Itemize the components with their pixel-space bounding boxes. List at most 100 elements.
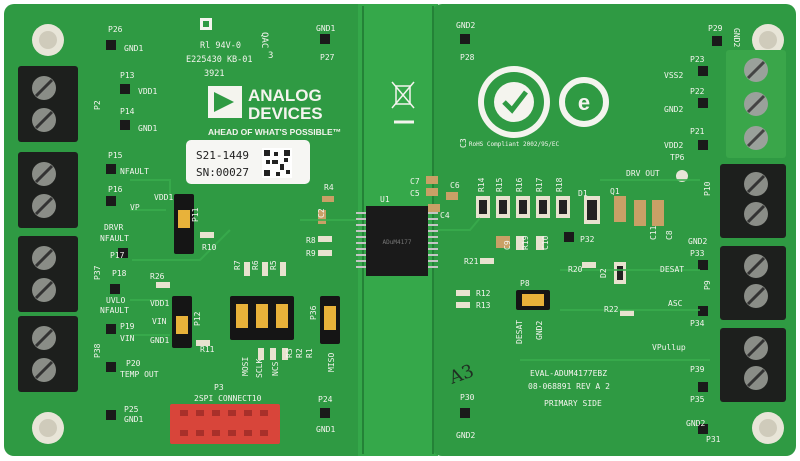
silkscreen-label: R19 [521, 235, 530, 250]
spi-connector-p3[interactable] [170, 404, 280, 444]
silkscreen-label: MISO [327, 353, 336, 372]
jumper-p36[interactable] [320, 296, 340, 344]
silkscreen-label: R5 [269, 260, 278, 270]
silkscreen-label: VDD1 [154, 193, 173, 202]
silkscreen-label: D2 [599, 268, 608, 278]
terminal-block-green-vss2 [726, 50, 786, 158]
silkscreen-label: NCS [271, 361, 280, 376]
silkscreen-label: GND2 [664, 105, 683, 114]
silkscreen-label: P26 [108, 25, 123, 34]
silkscreen-label: GND1 [316, 425, 335, 434]
silkscreen-label: P10 [703, 181, 712, 196]
silkscreen-label: P33 [690, 249, 705, 258]
silkscreen-label: SCLK [255, 359, 264, 378]
silkscreen-label: VDD1 [138, 87, 157, 96]
silkscreen-label: P23 [690, 55, 705, 64]
jumper-p11[interactable] [174, 194, 194, 254]
silkscreen-label: 2SPI CONNECT10 [194, 394, 262, 403]
silkscreen-label: ASC [668, 299, 683, 308]
ul-mark-icon [200, 18, 212, 30]
silkscreen-label: C5 [410, 189, 420, 198]
silkscreen-label: P15 [108, 151, 123, 160]
silkscreen-label: P11 [191, 207, 200, 222]
silkscreen-label: GND1 [150, 336, 169, 345]
silkscreen-label: P12 [193, 311, 202, 326]
silkscreen-label: GND2 [535, 321, 544, 340]
silkscreen-label: P24 [318, 395, 333, 404]
silkscreen-label: TEMP OUT [120, 370, 159, 379]
silkscreen-label: P3 [214, 383, 224, 392]
silkscreen-label: R10 [202, 243, 217, 252]
silkscreen-label: C6 [450, 181, 460, 190]
jumper-p12[interactable] [172, 296, 192, 348]
silkscreen-label: P37 [93, 265, 102, 280]
silkscreen-label: C11 [649, 225, 658, 240]
silkscreen-label: P17 [110, 251, 125, 260]
rohs-text: RoHS Compliant 2002/95/EC [469, 141, 560, 148]
silkscreen-label: Q1 [610, 187, 620, 196]
jumper-p8[interactable] [516, 290, 550, 310]
silkscreen-label: QAC [259, 32, 269, 48]
terminal-block-desat [720, 246, 786, 320]
silkscreen-label: P38 [93, 343, 102, 358]
jumper-spi-group[interactable] [230, 296, 294, 340]
silkscreen-label: R13 [476, 301, 491, 310]
right-silkscreen-labels: GND2 P28 P29 GND2 P23 VSS2 P22 GND2 P21 … [410, 21, 741, 444]
silkscreen-label: E225430 KB-01 [186, 55, 253, 65]
silkscreen-label: NFAULT [120, 167, 149, 176]
silkscreen-label: R11 [200, 345, 215, 354]
silkscreen-label: P25 [124, 405, 139, 414]
silkscreen-label: R2 [295, 348, 304, 358]
qr-code [262, 148, 292, 178]
svg-text:e: e [578, 90, 590, 115]
silkscreen-label: EVAL-ADUM4177EBZ [530, 369, 607, 378]
test-points [106, 34, 722, 434]
terminal-block-nfault [18, 152, 78, 228]
silkscreen-label: R6 [251, 260, 260, 270]
silkscreen-label: GND2 [686, 419, 705, 428]
silkscreen-label: P18 [112, 269, 127, 278]
silkscreen-label: Rl 94V-0 [200, 41, 241, 51]
silkscreen-label: P35 [690, 395, 705, 404]
silkscreen-label: R21 [464, 257, 479, 266]
silkscreen-label: D1 [578, 189, 588, 198]
silkscreen-label: R17 [535, 177, 544, 192]
silkscreen-label: C8 [665, 230, 674, 240]
silkscreen-label: 3921 [204, 69, 224, 79]
silkscreen-label: DEVICES [248, 104, 323, 123]
silkscreen-label: GND2 [456, 431, 475, 440]
silkscreen-label: P16 [108, 185, 123, 194]
silkscreen-label: P28 [460, 53, 475, 62]
silkscreen-label: GND1 [138, 124, 157, 133]
silkscreen-label: P34 [690, 319, 705, 328]
silkscreen-label: VDD1 [150, 299, 169, 308]
silkscreen-label: VP [130, 203, 140, 212]
chip-marking: ADuM4177 [383, 239, 412, 246]
weee-disposal-icon [391, 81, 415, 124]
silkscreen-label: DRV OUT [626, 169, 660, 178]
terminal-block-p2 [18, 66, 78, 142]
silkscreen-label: R22 [604, 305, 619, 314]
silkscreen-label: R7 [233, 260, 242, 270]
silkscreen-label: R26 [150, 272, 165, 281]
silkscreen-label: P9 [703, 280, 712, 290]
silkscreen-label: P29 [708, 24, 723, 33]
silkscreen-label: P8 [520, 279, 530, 288]
ic-u1: ADuM4177 [356, 206, 438, 276]
serial-label-code: S21-1449 [196, 149, 249, 162]
silkscreen-label: U1 [380, 195, 390, 204]
silkscreen-label: GND2 [732, 28, 741, 47]
silkscreen-label: PRIMARY SIDE [544, 399, 602, 408]
rohs-compliant-badge [478, 66, 550, 138]
silkscreen-label: R12 [476, 289, 491, 298]
silkscreen-label: P2 [93, 100, 102, 110]
silkscreen-label: C2 [317, 208, 326, 218]
terminal-block-vpullup [720, 328, 786, 402]
silkscreen-label: C9 [503, 240, 512, 250]
silkscreen-label: NFAULT [100, 234, 129, 243]
silkscreen-label: R8 [306, 236, 316, 245]
silkscreen-label: GND1 [124, 44, 143, 53]
silkscreen-label: R3 [285, 348, 294, 358]
silkscreen-label: P13 [120, 71, 135, 80]
